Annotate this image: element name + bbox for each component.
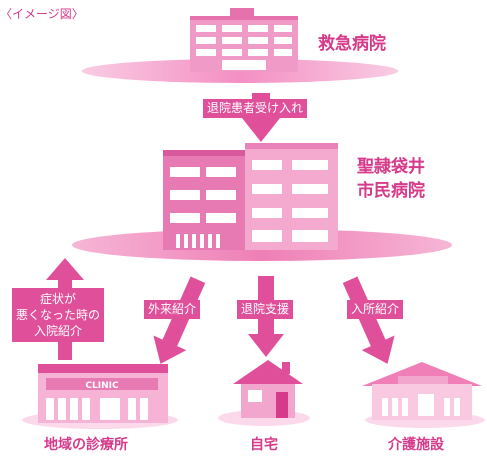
label-worsening-line1: 症状が <box>40 292 77 306</box>
care-facility-windows <box>382 394 460 416</box>
care-facility-label: 介護施設 <box>388 437 444 453</box>
city-hospital-windows <box>170 160 328 248</box>
care-facility-illustration <box>362 362 485 428</box>
local-clinic-label: 地域の診療所 <box>44 437 128 453</box>
label-discharge-support: 退院支援 <box>237 300 294 319</box>
arrow-to-local-clinic <box>153 276 206 364</box>
label-admission-referral: 入所紹介 <box>347 300 404 319</box>
emergency-hospital-illustration <box>82 8 398 83</box>
home-illustration <box>218 360 310 426</box>
home-label: 自宅 <box>250 437 278 453</box>
clinic-windows <box>46 398 148 420</box>
city-hospital-label-line1: 聖隷袋井 <box>357 157 425 177</box>
arrow-to-care-facility <box>342 276 395 364</box>
clinic-sign: CLINIC <box>85 381 119 391</box>
label-worsening-admission-referral: 症状が 悪くなった時の 入院紹介 <box>12 288 105 342</box>
city-hospital-label-line2: 市民病院 <box>357 181 425 201</box>
image-label: 〈イメージ図〉 <box>0 7 84 21</box>
local-clinic-illustration: CLINIC <box>22 364 178 429</box>
label-discharged-patient-acceptance: 退院患者受け入れ <box>203 99 308 118</box>
emergency-hospital-label: 救急病院 <box>318 34 386 54</box>
city-hospital-illustration <box>72 143 452 261</box>
label-worsening-line3: 入院紹介 <box>34 324 83 338</box>
label-worsening-line2: 悪くなった時の <box>16 308 101 322</box>
label-outpatient-referral: 外来紹介 <box>144 300 201 319</box>
emergency-hospital-windows <box>196 25 292 70</box>
